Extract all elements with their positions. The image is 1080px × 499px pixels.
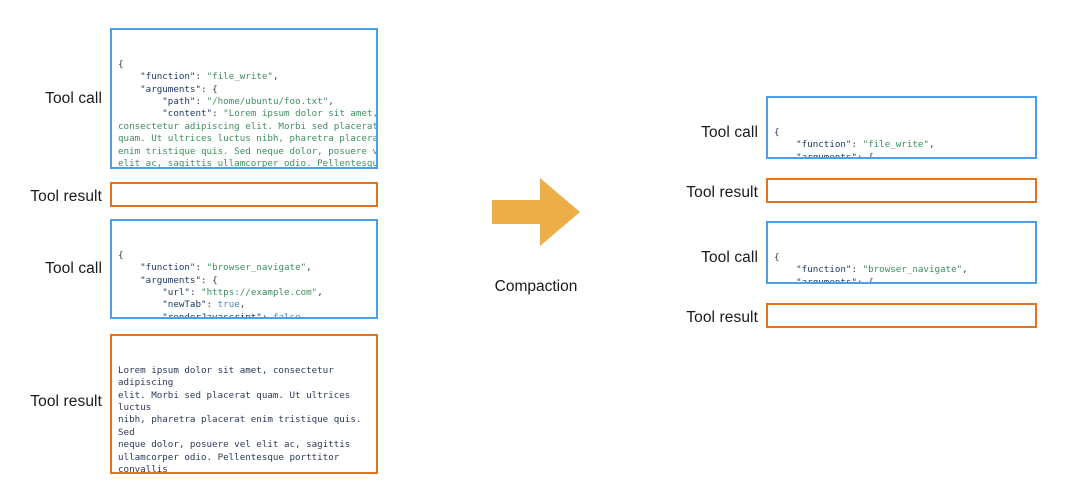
tool-call-box-2: { "function": "browser_navigate", "argum… — [110, 219, 378, 319]
label-tool-result-2: Tool result — [30, 393, 102, 410]
label-tool-call-2: Tool call — [45, 260, 102, 277]
tool-call-json-1: { "function": "file_write", "arguments":… — [118, 58, 378, 169]
tool-result-box-1: File saved to /home/ubuntu/foo.txt — [110, 182, 378, 207]
label-tool-call-1: Tool call — [45, 90, 102, 107]
compaction-label: Compaction — [494, 278, 578, 295]
label-compacted-tool-call-1: Tool call — [701, 124, 758, 141]
compaction-arrow-icon — [492, 178, 580, 251]
label-compacted-tool-call-2: Tool call — [701, 249, 758, 266]
label-compacted-tool-result-2: Tool result — [686, 309, 758, 326]
tool-result-text-2: Lorem ipsum dolor sit amet, consectetur … — [118, 364, 362, 474]
tool-call-box-1: { "function": "file_write", "arguments":… — [110, 28, 378, 169]
label-tool-result-1: Tool result — [30, 188, 102, 205]
compacted-tool-result-box-2: Revisit https://example.com if needed — [766, 303, 1037, 328]
compacted-tool-call-json-1: { "function": "file_write", "arguments":… — [774, 126, 935, 159]
label-compacted-tool-result-1: Tool result — [686, 184, 758, 201]
tool-call-json-2: { "function": "browser_navigate", "argum… — [118, 249, 323, 319]
compacted-tool-call-json-2: { "function": "browser_navigate", "argum… — [774, 251, 968, 284]
compacted-tool-result-box-1: Retrieve from /home/ubuntu/foo.txt if ne… — [766, 178, 1037, 203]
compacted-tool-call-box-1: { "function": "file_write", "arguments":… — [766, 96, 1037, 159]
compacted-tool-call-box-2: { "function": "browser_navigate", "argum… — [766, 221, 1037, 284]
tool-result-box-2: Lorem ipsum dolor sit amet, consectetur … — [110, 334, 378, 474]
